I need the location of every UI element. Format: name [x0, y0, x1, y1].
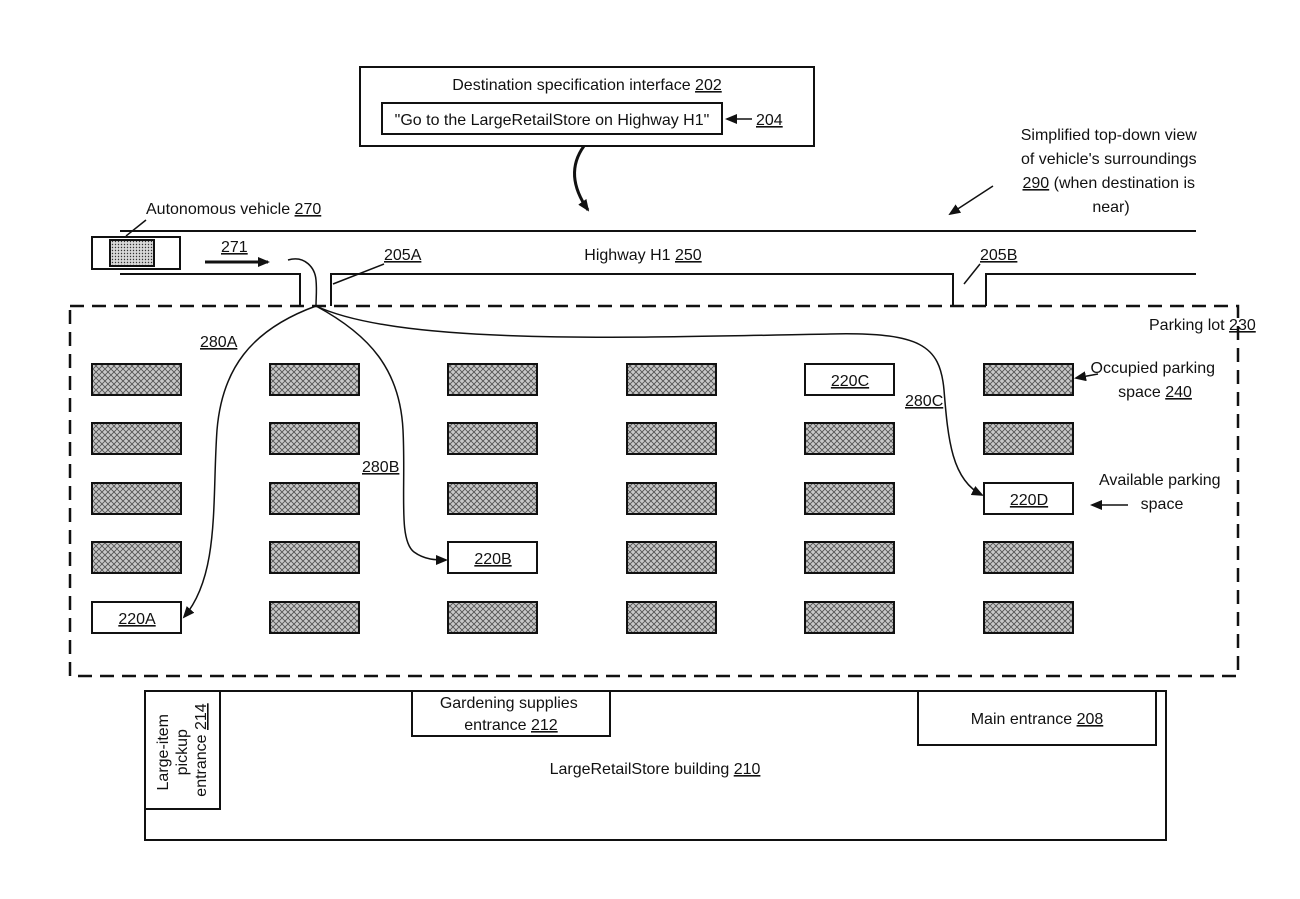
command-text: "Go to the LargeRetailStore on Highway H…	[395, 112, 710, 129]
entrance-a-callout	[332, 263, 385, 285]
gardening-entrance-label: Gardening supplies entrance 212	[440, 695, 582, 734]
space-220d-label: 220D	[1010, 492, 1048, 509]
highway-bottom-edge	[120, 273, 1196, 306]
occupied-space	[91, 541, 182, 574]
occupied-space	[269, 482, 360, 515]
occupied-space	[983, 601, 1074, 634]
route-280b-label: 280B	[362, 459, 399, 476]
occupied-note-arrow	[1074, 371, 1099, 382]
available-space-220a	[91, 601, 182, 634]
occupied-space	[269, 363, 360, 396]
occupied-space	[804, 541, 895, 574]
route-280a	[182, 305, 317, 619]
route-280c	[315, 305, 984, 496]
interface-down-arrow	[572, 145, 590, 212]
available-note: Available parking space	[1099, 472, 1225, 513]
occupied-space	[447, 363, 538, 396]
entrance-a-label: 205A	[384, 247, 422, 264]
available-space-220c	[804, 363, 895, 396]
occupied-space	[447, 601, 538, 634]
direction-ref: 271	[221, 239, 248, 256]
occupied-space	[983, 363, 1074, 396]
vehicle-callout-line	[125, 219, 147, 237]
occupied-space	[91, 422, 182, 455]
pickup-entrance-label: Large-item pickup entrance 214	[155, 703, 210, 797]
occupied-space	[983, 422, 1074, 455]
main-entrance	[917, 690, 1157, 746]
occupied-note: Occupied parking space 240	[1091, 360, 1220, 401]
interface-box	[359, 66, 815, 147]
entrance-b-label: 205B	[980, 247, 1017, 264]
parking-lot-label: Parking lot 230	[1149, 317, 1256, 334]
occupied-space	[447, 422, 538, 455]
occupied-space	[983, 541, 1074, 574]
occupied-space	[269, 541, 360, 574]
entrance-b-callout	[963, 263, 981, 285]
command-ref: 204	[756, 112, 783, 129]
occupied-space	[626, 601, 717, 634]
occupied-space	[626, 541, 717, 574]
view-note: Simplified top-down view of vehicle's su…	[1021, 127, 1202, 216]
space-220b-label: 220B	[474, 551, 511, 568]
vehicle-body	[91, 236, 181, 270]
route-280c-label: 280C	[905, 393, 943, 410]
gardening-entrance	[411, 690, 611, 737]
occupied-space	[626, 422, 717, 455]
command-box	[381, 102, 723, 135]
occupied-space	[447, 482, 538, 515]
parking-lot-boundary	[68, 304, 1240, 678]
occupied-space	[804, 601, 895, 634]
occupied-space	[91, 482, 182, 515]
available-space-220d	[983, 482, 1074, 515]
route-280b	[315, 305, 448, 565]
occupied-space	[269, 422, 360, 455]
interface-title: Destination specification interface 202	[452, 77, 722, 94]
occupied-space	[804, 422, 895, 455]
space-220a-label: 220A	[118, 611, 156, 628]
occupied-space	[91, 363, 182, 396]
occupied-space	[269, 601, 360, 634]
vehicle-roof	[109, 239, 155, 267]
occupied-space	[626, 482, 717, 515]
vehicle-label: Autonomous vehicle 270	[146, 201, 321, 218]
route-280a-label: 280A	[200, 334, 238, 351]
highway-label: Highway H1 250	[584, 247, 702, 264]
available-space-220b	[447, 541, 538, 574]
main-entrance-label: Main entrance 208	[971, 711, 1104, 728]
occupied-space	[626, 363, 717, 396]
view-note-arrow	[948, 185, 994, 216]
building-label: LargeRetailStore building 210	[550, 761, 761, 778]
pickup-entrance	[144, 690, 221, 810]
space-220c-label: 220C	[831, 373, 869, 390]
entry-path	[287, 258, 318, 307]
occupied-space	[804, 482, 895, 515]
